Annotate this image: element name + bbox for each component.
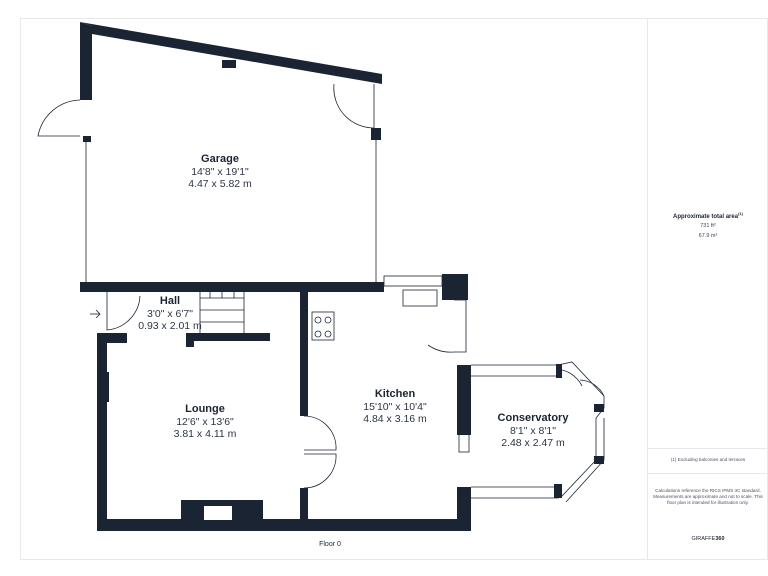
garage-hall-wall — [80, 282, 382, 292]
bottom-wall — [97, 519, 471, 531]
room-hall: Hall 3'0" x 6'7" 0.93 x 2.01 m — [130, 295, 210, 332]
room-imperial: 14'8" x 19'1" — [191, 166, 249, 178]
room-conservatory: Conservatory 8'1" x 8'1" 2.48 x 2.47 m — [483, 412, 583, 449]
room-name: Kitchen — [374, 388, 416, 400]
room-metric: 0.93 x 2.01 m — [138, 320, 202, 332]
total-area-sqm: 67.9 m² — [698, 233, 718, 239]
room-imperial: 15'10" x 10'4" — [363, 401, 427, 413]
divider — [648, 448, 768, 449]
room-name: Hall — [159, 295, 181, 307]
summary-panel: Approximate total area(1) 731 ft² 67.9 m… — [647, 18, 768, 560]
garage-top-wall — [80, 22, 382, 84]
room-garage: Garage 14'8" x 19'1" 4.47 x 5.82 m — [170, 153, 270, 190]
room-kitchen: Kitchen 15'10" x 10'4" 4.84 x 3.16 m — [350, 388, 440, 425]
room-metric: 3.81 x 4.11 m — [173, 428, 237, 440]
room-imperial: 8'1" x 8'1" — [510, 425, 556, 437]
footnote-mark: (1) — [738, 211, 743, 216]
room-name: Garage — [201, 153, 239, 165]
room-metric: 4.47 x 5.82 m — [188, 178, 252, 190]
floor-label: Floor 0 — [319, 541, 341, 548]
room-metric: 2.48 x 2.47 m — [501, 437, 565, 449]
room-name: Lounge — [185, 403, 225, 415]
disclaimer-note: Calculations reference the RICS IPMS 3C … — [653, 488, 763, 505]
entrance-arrow-icon — [90, 309, 101, 319]
divider — [648, 473, 768, 474]
total-area-title-text: Approximate total area — [673, 214, 739, 220]
brand-logo: GIRAFFE360 — [648, 536, 768, 542]
total-area-title: Approximate total area(1) — [648, 211, 768, 220]
garage-vent — [222, 60, 236, 68]
room-metric: 4.84 x 3.16 m — [363, 413, 427, 425]
brand-prefix: GIRAFFE — [691, 536, 716, 542]
room-imperial: 12'6" x 13'6" — [176, 416, 234, 428]
garage-left-wall — [80, 22, 92, 100]
room-lounge: Lounge 12'6" x 13'6" 3.81 x 4.11 m — [160, 403, 250, 440]
lounge-left-wall — [97, 333, 127, 343]
total-area-sqft: 731 ft² — [700, 223, 716, 229]
room-imperial: 3'0" x 6'7" — [147, 308, 193, 320]
room-name: Conservatory — [497, 412, 569, 424]
brand-suffix: 360 — [715, 536, 725, 542]
balcony-note: (1) Excluding balconies and terraces — [670, 457, 746, 462]
